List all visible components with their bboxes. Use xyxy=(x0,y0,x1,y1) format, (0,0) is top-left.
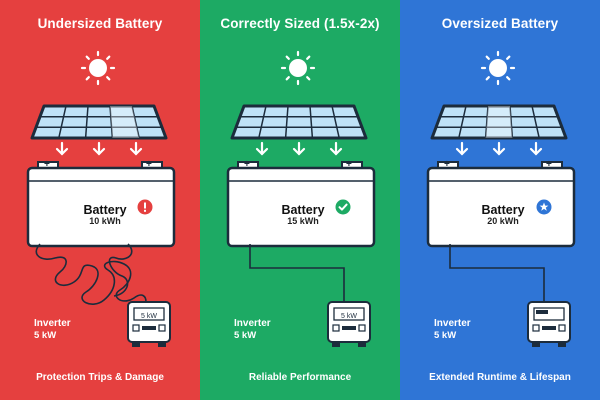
battery-label: Battery xyxy=(281,203,325,217)
panel-correct-art: + + 5 kW xyxy=(226,50,376,347)
inverter-power: 5 kW xyxy=(434,330,457,341)
sun-icon xyxy=(280,50,316,86)
inverter-label: Inverter xyxy=(34,318,71,329)
star-icon xyxy=(536,199,552,215)
terminal-plus-right: + xyxy=(146,159,152,170)
terminal-plus-left: + xyxy=(244,159,250,170)
battery-capacity: 20 kWh xyxy=(487,216,519,226)
battery-icon xyxy=(426,161,576,248)
solar-panel-icon xyxy=(430,104,568,140)
solar-panel-icon xyxy=(30,104,168,140)
cable xyxy=(249,244,345,302)
inverter-icon: 5 kW xyxy=(127,301,171,347)
tangled-cable xyxy=(35,243,147,305)
panel-oversized: + + Oversized Battery Battery 20 kWh Inv… xyxy=(400,0,600,400)
panel-undersized-art: + + 5 kW xyxy=(26,50,176,347)
inverter-icon xyxy=(527,301,571,347)
panel-oversized-art: + + xyxy=(426,50,576,347)
panel-undersized: + + 5 kW Undersized Battery Battery 10 k… xyxy=(0,0,200,400)
inverter-label: Inverter xyxy=(234,318,271,329)
terminal-plus-right: + xyxy=(346,159,352,170)
sun-icon xyxy=(80,50,116,86)
inverter-icon: 5 kW xyxy=(327,301,371,347)
battery-label: Battery xyxy=(83,203,127,217)
panel-title: Oversized Battery xyxy=(441,16,559,31)
panel-title: Correctly Sized (1.5x-2x) xyxy=(220,16,380,31)
inverter-power: 5 kW xyxy=(34,330,57,341)
terminal-plus-left: + xyxy=(444,159,450,170)
panel-title: Undersized Battery xyxy=(37,16,163,31)
inverter-screen-text: 5 kW xyxy=(341,313,357,320)
down-arrows xyxy=(55,141,143,156)
cable xyxy=(449,244,545,302)
panel-footer: Reliable Performance xyxy=(248,372,352,383)
panel-footer: Protection Trips & Damage xyxy=(36,372,164,383)
battery-label: Battery xyxy=(481,203,525,217)
terminal-plus-left: + xyxy=(44,159,50,170)
panel-correct: + + 5 kW Correctly Sized (1.5x-2x) Batte… xyxy=(200,0,400,400)
down-arrows xyxy=(255,141,343,156)
down-arrows xyxy=(455,141,543,156)
terminal-plus-right: + xyxy=(546,159,552,170)
inverter-screen-text: 5 kW xyxy=(141,313,157,320)
inverter-power: 5 kW xyxy=(234,330,257,341)
solar-panel-icon xyxy=(230,104,368,140)
battery-capacity: 10 kWh xyxy=(89,216,121,226)
inverter-label: Inverter xyxy=(434,318,471,329)
warning-icon xyxy=(137,199,153,215)
check-icon xyxy=(335,199,351,215)
sun-icon xyxy=(480,50,516,86)
battery-capacity: 15 kWh xyxy=(287,216,319,226)
battery-icon xyxy=(226,161,376,248)
panel-footer: Extended Runtime & Lifespan xyxy=(429,372,571,383)
battery-icon xyxy=(26,161,176,248)
